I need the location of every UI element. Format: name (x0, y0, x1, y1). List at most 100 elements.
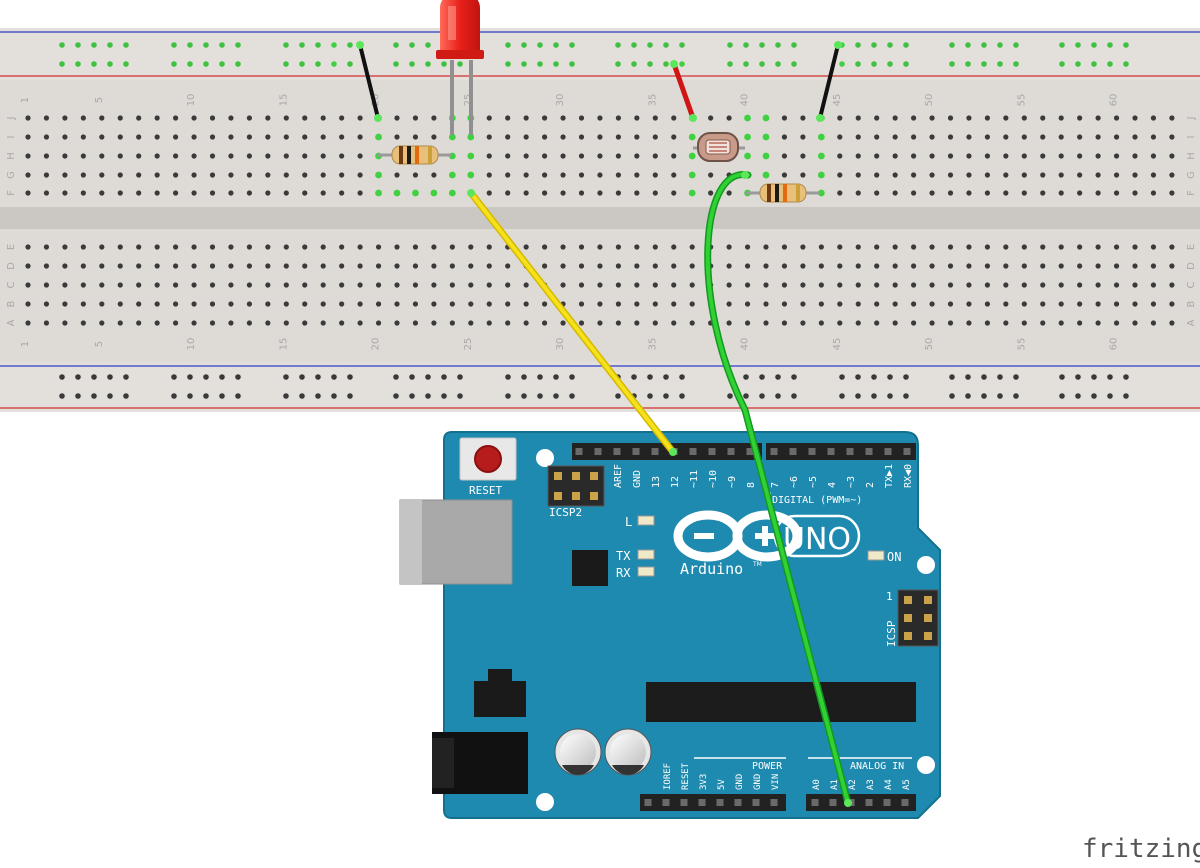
rail-hole (1123, 61, 1129, 67)
breadboard-hole (228, 153, 234, 159)
breadboard-hole (302, 263, 308, 269)
rail-hole (1091, 42, 1097, 48)
breadboard-row-letter-left: E (6, 244, 17, 250)
digital-pin-label: 4 (827, 482, 838, 488)
rail-hole (315, 61, 321, 67)
analog-pin-label: A0 (812, 779, 822, 790)
breadboard-row-letter-left: I (6, 136, 17, 139)
digital-label: DIGITAL (PWM=~) (772, 495, 862, 506)
breadboard-hole (357, 172, 363, 178)
rail-hole (441, 374, 447, 380)
connected-hole (467, 171, 475, 179)
rail-hole (347, 42, 353, 48)
resistor-2 (746, 183, 820, 203)
breadboard-hole (634, 153, 640, 159)
breadboard-hole (652, 301, 658, 307)
breadboard-hole (320, 153, 326, 159)
breadboard-hole (966, 190, 972, 196)
rx-led (637, 566, 655, 577)
rail-hole (331, 374, 337, 380)
breadboard-hole (1169, 134, 1175, 140)
power-header-pin (680, 799, 688, 806)
breadboard-hole (1021, 134, 1027, 140)
rail-hole (569, 61, 575, 67)
breadboard-hole (689, 282, 695, 288)
breadboard-hole (431, 282, 437, 288)
breadboard-hole (302, 320, 308, 326)
breadboard-hole (1150, 172, 1157, 178)
breadboard-hole (837, 115, 843, 121)
digital-header-pin (708, 448, 716, 455)
rail-hole (521, 42, 527, 48)
breadboard-hole (339, 172, 345, 178)
breadboard-hole (136, 153, 142, 159)
breadboard-row-letter-right: I (1186, 136, 1197, 139)
breadboard-hole (283, 190, 289, 196)
photoresistor (693, 132, 745, 162)
breadboard-hole (412, 263, 419, 269)
breadboard-hole (984, 190, 991, 196)
wire-black-2 (816, 41, 842, 122)
rail-hole (171, 393, 177, 399)
icsp-pin (904, 614, 912, 622)
breadboard-hole (209, 190, 216, 196)
breadboard-hole (191, 172, 197, 178)
breadboard-hole (652, 263, 658, 269)
breadboard-hole (726, 190, 732, 196)
rail-hole (75, 61, 81, 67)
power-pin-label: RESET (681, 762, 691, 790)
digital-pin-label: AREF (613, 464, 624, 488)
breadboard-column-number-top: 1 (20, 97, 31, 103)
breadboard-hole (117, 153, 123, 159)
breadboard-bottom-rail (0, 362, 1200, 412)
breadboard-hole (283, 153, 289, 159)
digital-header-pin (884, 448, 892, 455)
breadboard-row-letter-left: A (6, 319, 17, 326)
breadboard-hole (837, 263, 843, 269)
breadboard-hole (984, 134, 991, 140)
breadboard-hole (412, 282, 419, 288)
breadboard-hole (43, 153, 50, 159)
connected-hole (412, 189, 419, 197)
analog-pin-label: A5 (902, 779, 912, 790)
reset-button[interactable] (474, 445, 502, 473)
rail-hole (615, 61, 621, 67)
breadboard-hole (375, 244, 382, 250)
breadboard-hole (1058, 190, 1064, 196)
breadboard-hole (394, 301, 400, 307)
breadboard-hole (25, 320, 31, 326)
breadboard-hole (246, 115, 252, 121)
breadboard-hole (209, 320, 216, 326)
breadboard-column-number-bottom: 45 (832, 338, 843, 351)
breadboard-hole (25, 263, 31, 269)
breadboard-hole (560, 282, 566, 288)
breadboard-hole (800, 153, 806, 159)
breadboard-hole (283, 263, 289, 269)
breadboard-hole (652, 153, 658, 159)
breadboard-hole (855, 190, 861, 196)
breadboard-hole (1132, 320, 1138, 326)
breadboard-hole (671, 190, 677, 196)
breadboard-hole (929, 190, 935, 196)
digital-pin-label: ~5 (808, 476, 819, 488)
rail-hole (75, 42, 81, 48)
digital-pin-label: ~3 (846, 476, 857, 488)
breadboard-hole (62, 320, 68, 326)
breadboard-hole (1169, 301, 1175, 307)
breadboard-hole (449, 282, 455, 288)
icsp-pin (924, 596, 932, 604)
breadboard-hole (80, 301, 86, 307)
rail-hole (949, 42, 955, 48)
breadboard-hole (191, 301, 197, 307)
breadboard-hole (505, 134, 511, 140)
rail-hole (283, 42, 289, 48)
rail-hole (727, 42, 733, 48)
breadboard-hole (1095, 190, 1101, 196)
power-header-pin (716, 799, 724, 806)
breadboard-hole (99, 301, 105, 307)
breadboard-hole (154, 282, 160, 288)
breadboard-hole (412, 115, 419, 121)
breadboard-hole (99, 190, 105, 196)
breadboard-hole (911, 320, 917, 326)
breadboard-column-number-top: 25 (463, 94, 474, 107)
